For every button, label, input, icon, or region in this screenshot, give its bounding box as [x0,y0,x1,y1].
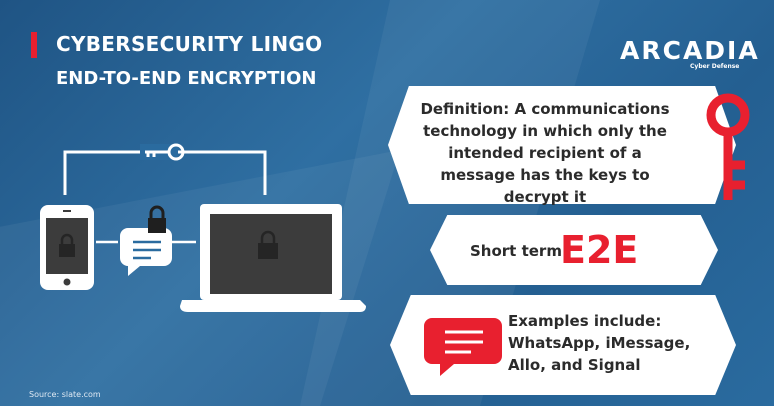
page-title: CYBERSECURITY LINGO [56,32,323,56]
logo: ARCADIA [620,36,760,65]
logo-tagline: Cyber Defense [690,63,740,70]
phone-icon [40,205,94,290]
source-note: Source: slate.com [29,390,101,399]
definition-banner [388,86,736,204]
title-accent-bar [31,32,37,58]
short-term-label: Short term: [470,242,568,260]
key-icon [140,143,185,161]
page-subtitle: END-TO-END ENCRYPTION [56,68,317,89]
chat-bubble-icon [424,318,502,376]
examples-text: Examples include: WhatsApp, iMessage, Al… [508,310,690,376]
red-key-icon [706,93,750,200]
short-term-value: E2E [560,228,639,272]
examples-line: Examples include: [508,312,662,330]
lock-icon [148,205,166,233]
laptop-icon [180,204,366,312]
message-bubble-icon [120,228,172,276]
examples-line: Allo, and Signal [508,356,641,374]
short-term-banner [430,215,718,285]
definition-text: Definition: A communications technology … [420,100,670,206]
examples-line: WhatsApp, iMessage, [508,334,691,352]
